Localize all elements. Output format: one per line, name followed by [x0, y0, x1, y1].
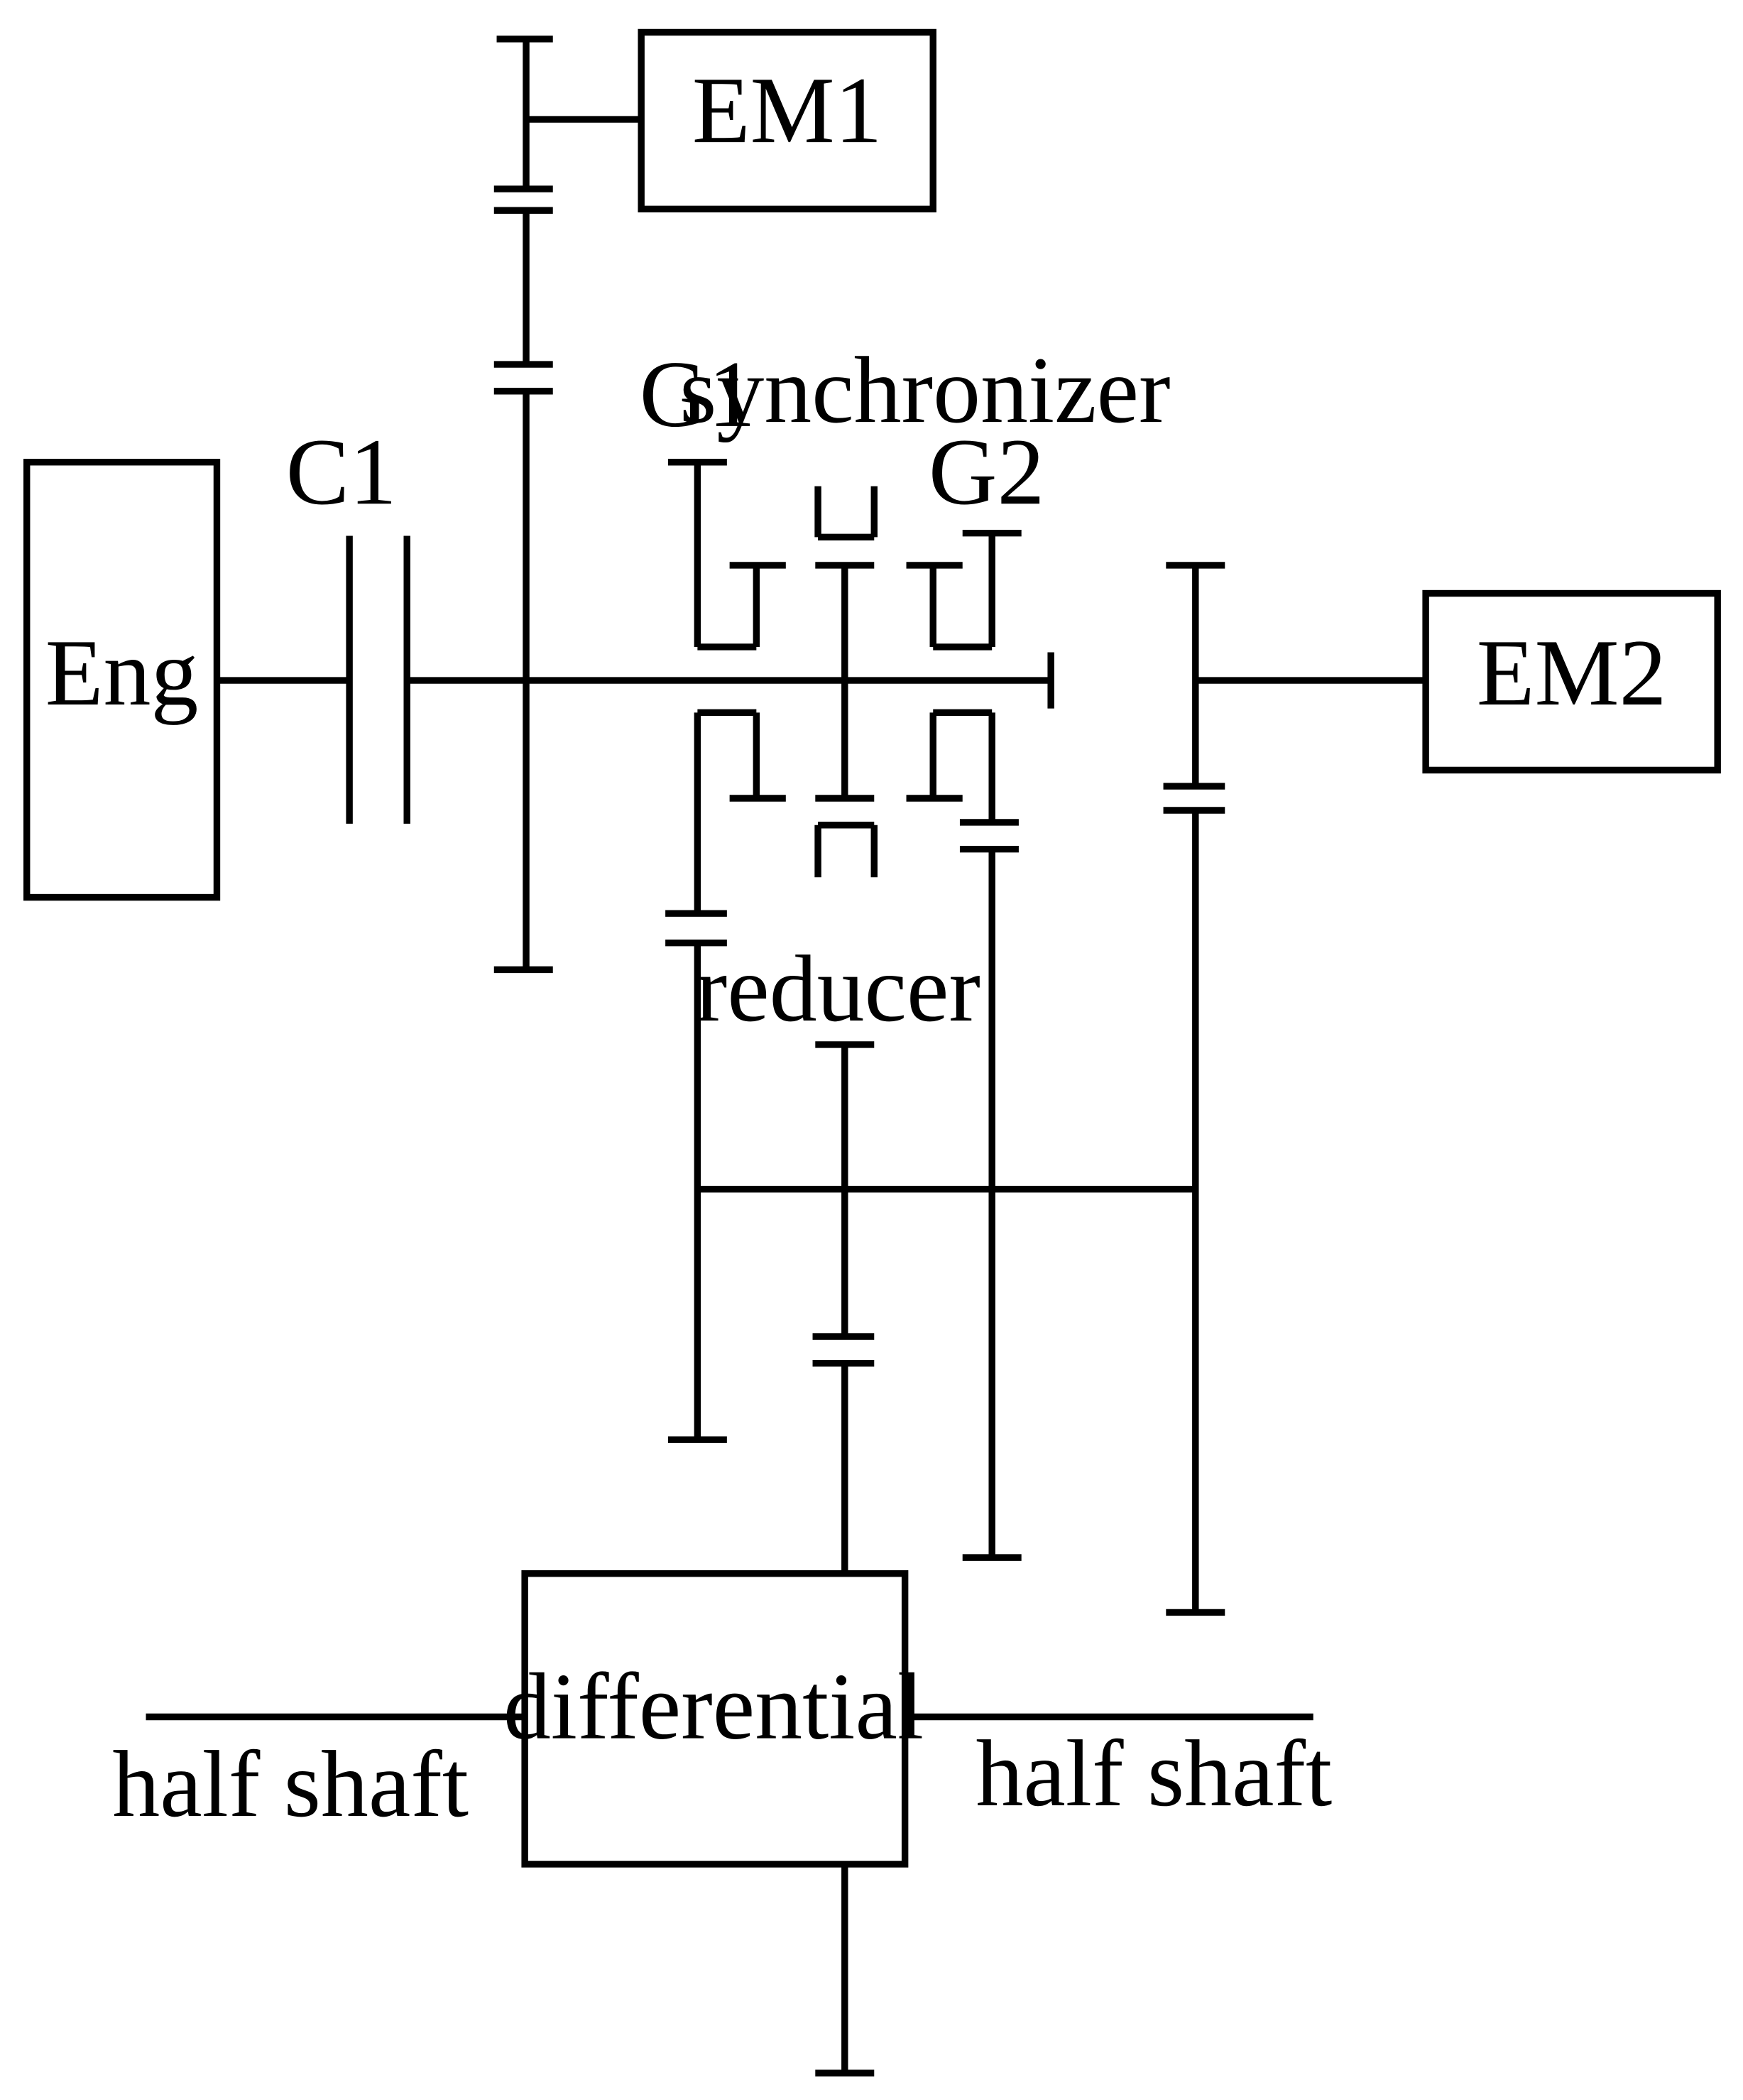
em1-label: EM1 [692, 58, 883, 163]
half-shaft-right-label: half shaft [976, 1721, 1332, 1826]
differential-label: differential [503, 1654, 924, 1759]
input-shaft [217, 652, 1054, 709]
clutch-c1 [346, 535, 410, 824]
half-shaft-left-label: half shaft [112, 1731, 469, 1837]
g2-label: G2 [929, 419, 1045, 524]
g1-label: G1 [640, 342, 756, 447]
em1-gear-train [493, 36, 642, 974]
reducer-gear [812, 1041, 875, 2077]
synchronizer-mechanism [814, 486, 878, 878]
engine-label: Eng [45, 620, 199, 725]
em2-label: EM2 [1477, 620, 1667, 725]
synchronizer-label: synchronizer [679, 337, 1170, 442]
em2-box [1422, 589, 1721, 774]
em2-gear-train [1163, 562, 1426, 1616]
em1-box [638, 28, 936, 213]
engine-box [23, 459, 221, 901]
reducer-label: reducer [696, 936, 980, 1041]
clutch-label: C1 [286, 419, 397, 524]
gear-g2 [906, 529, 1022, 1561]
